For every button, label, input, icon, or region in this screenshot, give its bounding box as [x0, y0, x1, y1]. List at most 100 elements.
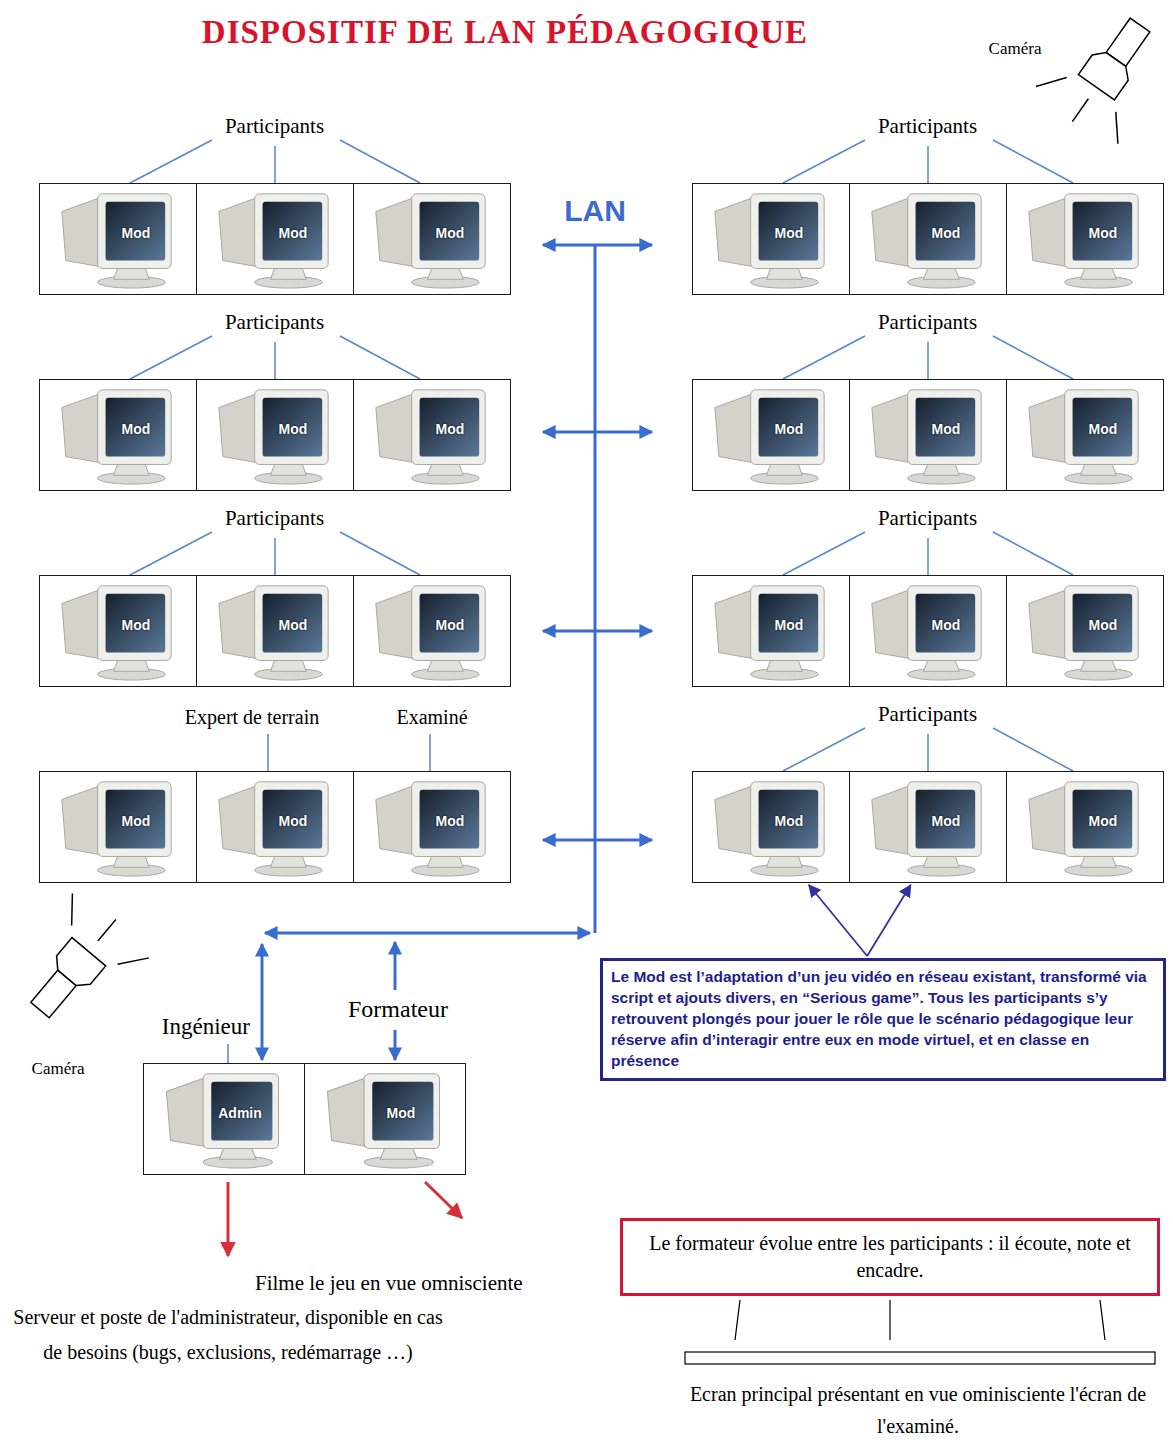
red-arrow [425, 1182, 462, 1218]
monitor-icon [715, 194, 824, 288]
lan-arrow [265, 932, 590, 935]
monitor-icon [1029, 782, 1138, 876]
monitor-icon [715, 390, 824, 484]
workstation-cell: Mod [353, 183, 511, 295]
leader-lines [130, 140, 420, 183]
monitor-icon [376, 586, 485, 680]
diagram-title: DISPOSITIF DE LAN PÉDAGOGIQUE [0, 12, 1010, 52]
monitor-icon [376, 390, 485, 484]
lan-arrow [261, 944, 264, 1060]
screen-label: Mod [263, 420, 323, 438]
workstation-cell: Mod [39, 575, 197, 687]
workstation-cell: Mod [692, 771, 850, 883]
monitor-icon [1007, 184, 1163, 294]
screen-label: Mod [106, 224, 166, 242]
monitor-icon [376, 194, 485, 288]
monitor-icon [872, 194, 981, 288]
monitor-icon [850, 184, 1006, 294]
main-screen [685, 1352, 1155, 1364]
monitor-icon [850, 772, 1006, 882]
note-label: Ecran principal présentant en vue ominis… [683, 1378, 1153, 1442]
participant-group: ParticipantsModModMod [39, 379, 510, 491]
monitor-icon [354, 184, 510, 294]
leader-lines [783, 140, 1073, 183]
screen-label: Admin [210, 1104, 270, 1122]
workstation-cell: Mod [849, 771, 1007, 883]
leader-lines [130, 336, 420, 379]
screen-label: Mod [916, 224, 976, 242]
monitor-icon [219, 586, 328, 680]
group-heading: Participants [39, 309, 510, 335]
group-heading: Participants [692, 701, 1163, 727]
leader-lines [783, 728, 1073, 771]
workstation-cell: Mod [849, 379, 1007, 491]
role-label: Expert de terrain [152, 704, 352, 730]
workstation-cell: Mod [1006, 183, 1164, 295]
mod-callout-box: Le Mod est l’adaptation d’un jeu vidéo e… [600, 958, 1166, 1081]
workstation-cell: Mod [692, 183, 850, 295]
screen-label: Mod [1073, 616, 1133, 634]
screen-label: Mod [1073, 224, 1133, 242]
workstation-cell: Mod [196, 379, 354, 491]
monitor-icon [376, 782, 485, 876]
screen-label: Mod [916, 616, 976, 634]
workstation-cell: Mod [196, 575, 354, 687]
monitor-icon [197, 380, 353, 490]
screen-line [735, 1300, 740, 1340]
group-heading: Participants [692, 113, 1163, 139]
red-arrow [227, 1182, 230, 1256]
workstation-cell: Mod [196, 771, 354, 883]
camera-label: Caméra [975, 38, 1055, 60]
workstation-cell: Mod [692, 575, 850, 687]
monitor-icon [197, 772, 353, 882]
screen-label: Mod [1073, 812, 1133, 830]
workstation-cell: Mod [39, 771, 197, 883]
screen-label: Mod [106, 812, 166, 830]
screen-label: Mod [106, 420, 166, 438]
screen-label: Mod [420, 224, 480, 242]
role-label: Ingénieur [120, 1013, 250, 1041]
screen-label: Mod [263, 812, 323, 830]
workstation-cell: Admin [143, 1063, 305, 1175]
monitor-icon [62, 586, 171, 680]
participant-group: ParticipantsModModMod [39, 575, 510, 687]
screen-label: Mod [1073, 420, 1133, 438]
group-heading: Participants [39, 113, 510, 139]
group-heading: Participants [692, 309, 1163, 335]
note-text: Le formateur évolue entre les participan… [633, 1230, 1147, 1284]
monitor-icon [850, 380, 1006, 490]
screen-label: Mod [106, 616, 166, 634]
screen-label: Mod [420, 420, 480, 438]
workstation-cell: Mod [39, 379, 197, 491]
screen-label: Mod [420, 616, 480, 634]
monitor-icon [693, 772, 849, 882]
camera-icon [2, 887, 154, 1042]
monitor-icon [197, 184, 353, 294]
monitor-icon [1007, 576, 1163, 686]
monitor-icon [715, 782, 824, 876]
monitor-icon [693, 576, 849, 686]
leader-line [227, 1044, 229, 1063]
workstation-cell: Mod [849, 575, 1007, 687]
workstation-cell: Mod [1006, 379, 1164, 491]
monitor-icon [40, 380, 196, 490]
screen-label: Mod [916, 420, 976, 438]
participant-group: ParticipantsModModMod [692, 771, 1163, 883]
monitor-icon [219, 782, 328, 876]
lan-arrow [543, 630, 652, 633]
screen-label: Mod [759, 616, 819, 634]
workstation-cell: Mod [353, 771, 511, 883]
monitor-icon [872, 586, 981, 680]
participant-group: ParticipantsModModMod [39, 183, 510, 295]
group-heading: Participants [692, 505, 1163, 531]
leader-lines [783, 336, 1073, 379]
note-label: Serveur et poste de l'administrateur, di… [13, 1300, 443, 1370]
leader-lines [130, 532, 420, 575]
workstation-cell: Mod [196, 183, 354, 295]
leader-line [429, 734, 431, 771]
lan-arrow [543, 839, 652, 842]
role-label: Examiné [377, 704, 487, 730]
monitor-icon [354, 380, 510, 490]
screen-line [889, 1300, 890, 1340]
